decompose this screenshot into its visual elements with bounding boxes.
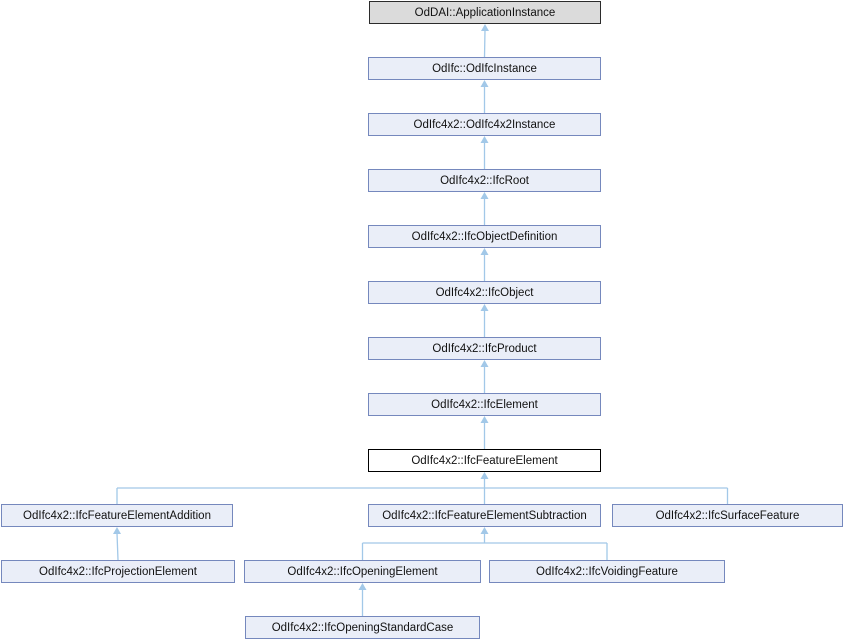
edge-arrowhead bbox=[480, 192, 489, 199]
class-node-odifc4x2-odifc4x2instance[interactable]: OdIfc4x2::OdIfc4x2Instance bbox=[368, 113, 601, 136]
class-node-oddai-applicationinstance: OdDAI::ApplicationInstance bbox=[369, 1, 601, 24]
edge-arrowhead bbox=[358, 583, 367, 590]
class-node-ifcfeatureelementsubtraction[interactable]: OdIfc4x2::IfcFeatureElementSubtraction bbox=[368, 504, 601, 527]
class-node-ifcvoidingfeature[interactable]: OdIfc4x2::IfcVoidingFeature bbox=[489, 560, 725, 583]
edge-arrowhead bbox=[481, 24, 489, 31]
edge-arrowhead bbox=[480, 80, 489, 87]
class-node-ifcobject[interactable]: OdIfc4x2::IfcObject bbox=[368, 281, 601, 304]
edge-arrowhead bbox=[480, 136, 489, 143]
class-node-ifcprojectionelement[interactable]: OdIfc4x2::IfcProjectionElement bbox=[1, 560, 235, 583]
class-node-ifcfeatureelementaddition[interactable]: OdIfc4x2::IfcFeatureElementAddition bbox=[1, 504, 233, 527]
class-node-ifcfeatureelement: OdIfc4x2::IfcFeatureElement bbox=[368, 449, 601, 472]
edge-line bbox=[116, 532, 119, 561]
class-node-ifcproduct[interactable]: OdIfc4x2::IfcProduct bbox=[368, 337, 601, 360]
edge-arrowhead bbox=[480, 304, 489, 311]
edge-line bbox=[483, 29, 486, 58]
class-node-ifcopeningstandardcase[interactable]: OdIfc4x2::IfcOpeningStandardCase bbox=[245, 616, 480, 639]
class-node-odifc-odifcinstance[interactable]: OdIfc::OdIfcInstance bbox=[368, 57, 601, 80]
edge-arrowhead bbox=[480, 416, 489, 423]
edge-arrowhead bbox=[480, 472, 489, 479]
class-node-ifcobjectdefinition[interactable]: OdIfc4x2::IfcObjectDefinition bbox=[368, 225, 601, 248]
edge-arrowhead bbox=[480, 248, 489, 255]
edge-arrowhead bbox=[113, 527, 121, 534]
edge-arrowhead bbox=[480, 527, 489, 534]
class-node-ifcopeningelement[interactable]: OdIfc4x2::IfcOpeningElement bbox=[244, 560, 481, 583]
class-node-ifcroot[interactable]: OdIfc4x2::IfcRoot bbox=[368, 169, 601, 192]
class-node-ifcelement[interactable]: OdIfc4x2::IfcElement bbox=[368, 393, 601, 416]
class-node-ifcsurfacefeature[interactable]: OdIfc4x2::IfcSurfaceFeature bbox=[612, 504, 843, 527]
edge-arrowhead bbox=[480, 360, 489, 367]
